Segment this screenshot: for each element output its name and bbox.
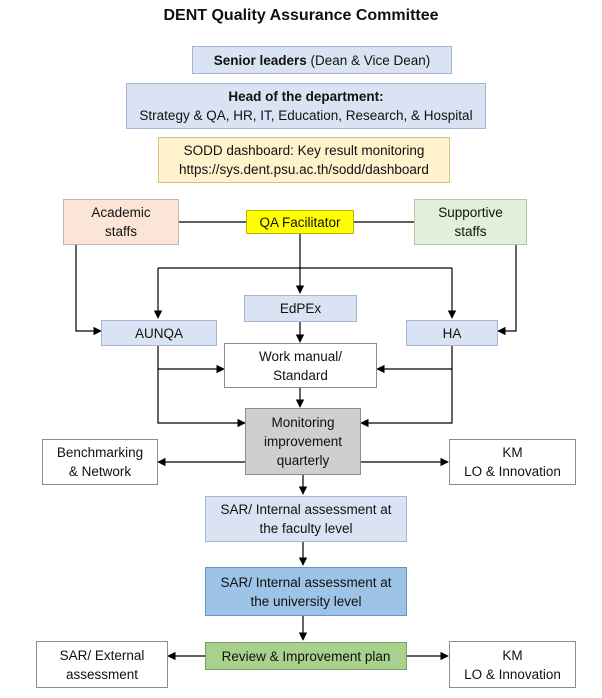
head-of-department-list: Strategy & QA, HR, IT, Education, Resear…	[139, 108, 473, 123]
km-upper-line2: LO & Innovation	[464, 464, 561, 479]
work-manual-line2: Standard	[273, 367, 328, 383]
arrow-ha-workmanual	[376, 345, 453, 374]
sar-external-line2: assessment	[65, 666, 139, 682]
senior-leaders-detail: (Dean & Vice Dean)	[306, 52, 431, 68]
monitoring-line3: quarterly	[276, 453, 330, 468]
qa-facilitator-label: QA Facilitator	[259, 214, 341, 230]
review-box: Review & Improvement plan	[205, 642, 407, 670]
sodd-dashboard-line1: SODD dashboard: Key result monitoring	[183, 143, 425, 158]
senior-leaders-box: Senior leaders (Dean & Vice Dean)	[192, 46, 452, 74]
supportive-staffs-line1: Supportive	[438, 205, 503, 220]
arrow-academic-aunqa	[75, 245, 102, 336]
ha-label: HA	[442, 325, 462, 341]
academic-staffs-line2: staffs	[104, 224, 138, 239]
sodd-dashboard-url: https://sys.dent.psu.ac.th/sodd/dashboar…	[179, 162, 429, 177]
academic-staffs-box: Academic staffs	[63, 199, 179, 245]
arrow-supportive-ha	[497, 245, 517, 336]
aunqa-box: AUNQA	[101, 320, 217, 346]
academic-staffs-line1: Academic	[91, 205, 151, 220]
benchmarking-line1: Benchmarking	[56, 445, 144, 460]
head-of-department-box: Head of the department: Strategy & QA, H…	[126, 83, 486, 129]
benchmarking-line2: & Network	[68, 464, 132, 479]
supportive-staffs-line2: staffs	[454, 224, 487, 239]
benchmarking-box: Benchmarking & Network	[42, 439, 158, 485]
edpex-label: EdPEx	[279, 301, 322, 316]
monitoring-line2: improvement	[263, 434, 343, 449]
km-upper-line1: KM	[502, 445, 523, 460]
sar-external-box: SAR/ External assessment	[36, 641, 168, 688]
monitoring-box: Monitoring improvement quarterly	[245, 408, 361, 475]
diagram-title: DENT Quality Assurance Committee	[163, 7, 439, 24]
sar-university-line2: the university level	[250, 593, 362, 609]
edpex-box: EdPEx	[244, 295, 357, 322]
sar-faculty-line1: SAR/ Internal assessment at	[220, 502, 392, 517]
km-lower-line1: KM	[502, 647, 523, 663]
arrow-aunqa-monitoring	[157, 369, 246, 428]
senior-leaders-label: Senior leaders	[213, 52, 307, 68]
km-box-lower: KM LO & Innovation	[449, 641, 576, 688]
work-manual-box: Work manual/ Standard	[224, 343, 377, 388]
sar-university-box: SAR/ Internal assessment at the universi…	[205, 567, 407, 616]
km-lower-line2: LO & Innovation	[464, 666, 561, 682]
work-manual-line1: Work manual/	[258, 348, 343, 364]
arrow-ha-monitoring	[360, 369, 453, 428]
arrow-aunqa-workmanual	[157, 345, 225, 374]
sar-external-line1: SAR/ External	[59, 647, 145, 663]
aunqa-label: AUNQA	[134, 325, 183, 341]
sar-faculty-box: SAR/ Internal assessment at the faculty …	[205, 496, 407, 542]
qa-facilitator-box: QA Facilitator	[246, 210, 354, 234]
km-box-upper: KM LO & Innovation	[449, 439, 576, 485]
sar-faculty-line2: the faculty level	[259, 521, 353, 536]
head-of-department-title: Head of the department:	[228, 89, 384, 104]
ha-box: HA	[406, 320, 498, 346]
supportive-staffs-box: Supportive staffs	[414, 199, 527, 245]
sodd-dashboard-box: SODD dashboard: Key result monitoring ht…	[158, 137, 450, 183]
review-label: Review & Improvement plan	[221, 648, 391, 664]
monitoring-line1: Monitoring	[271, 415, 335, 430]
sar-university-line1: SAR/ Internal assessment at	[220, 574, 392, 590]
